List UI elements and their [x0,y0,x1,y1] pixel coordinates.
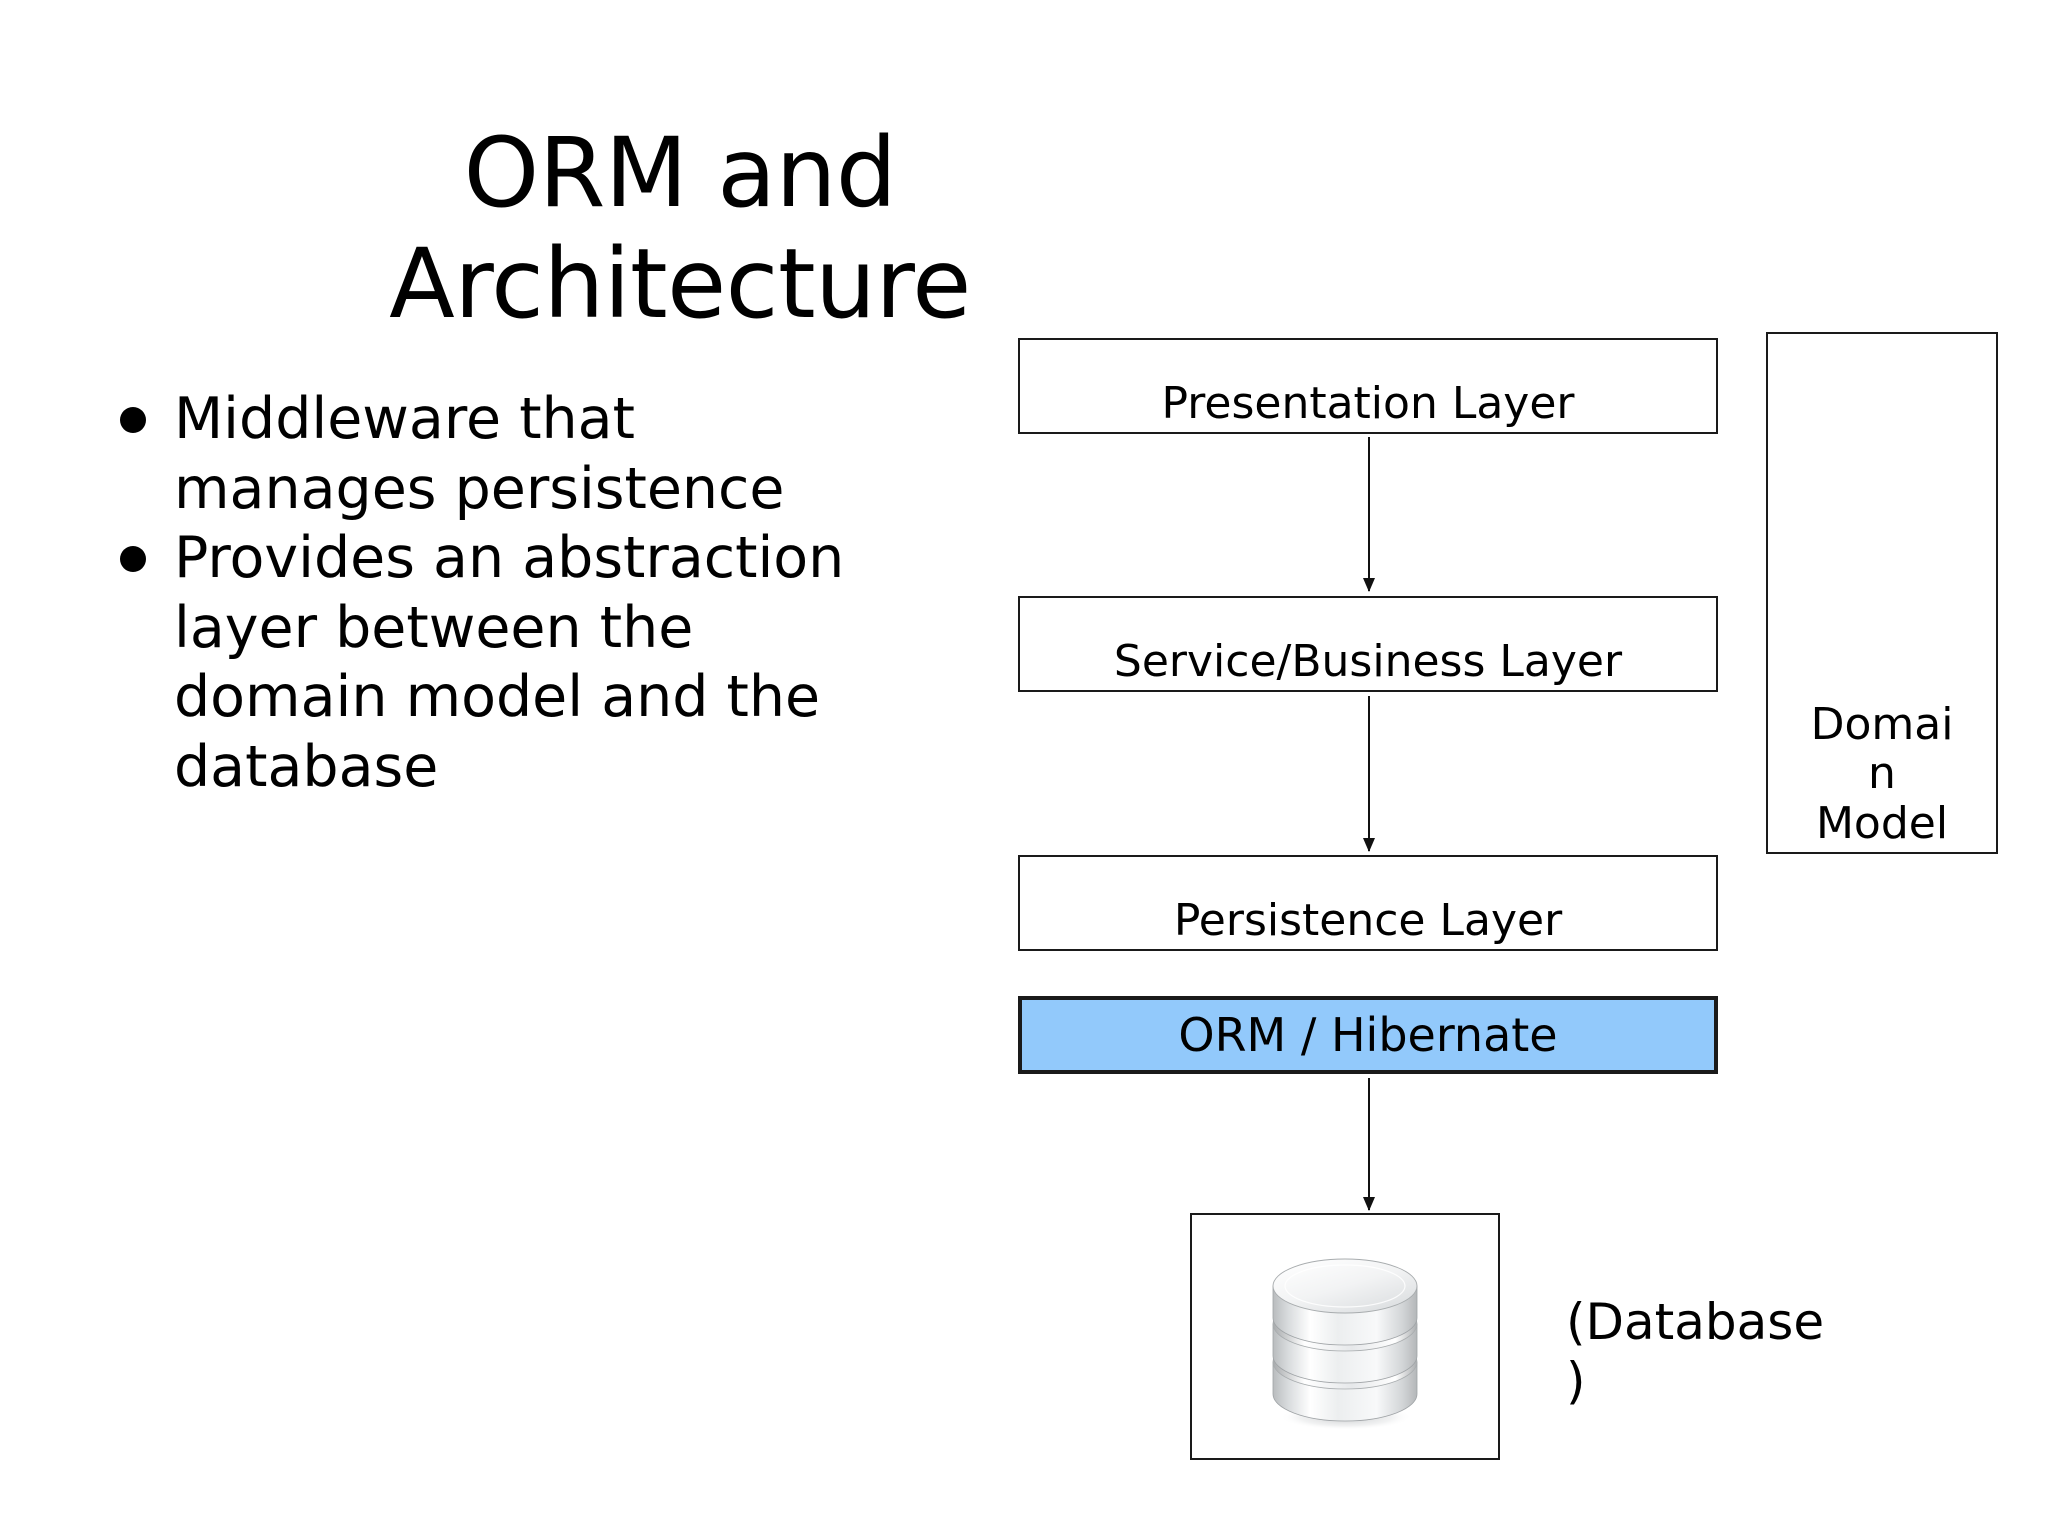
diagram-box-label: Domai n Model [1810,699,1954,849]
arrow-line [1368,1078,1370,1210]
arrow-head-icon [1363,1197,1375,1211]
diagram-box-presentation-layer: Presentation Layer [1018,338,1718,434]
database-caption: (Database ) [1566,1293,1825,1410]
diagram-box-label: Presentation Layer [1161,378,1575,429]
bullet-text: Provides an abstraction layer between th… [174,525,845,800]
arrow-head-icon [1363,578,1375,592]
page-title: ORM and Architecture [389,117,971,341]
bullet-dot-icon [120,546,146,573]
diagram-box-orm-hibernate: ORM / Hibernate [1018,996,1718,1074]
bullet-text: Middleware that manages persistence [174,386,785,522]
list-item: Provides an abstraction layer between th… [120,524,860,802]
list-item: Middleware that manages persistence [120,385,860,524]
arrow-line [1368,437,1370,591]
bullet-dot-icon [120,407,146,433]
diagram-box-service-business-layer: Service/Business Layer [1018,596,1718,692]
diagram-box-label: Persistence Layer [1173,895,1563,946]
diagram-box-persistence-layer: Persistence Layer [1018,855,1718,951]
bullet-list: Middleware that manages persistence Prov… [120,385,860,802]
arrow-line [1368,696,1370,851]
diagram-box-label: Service/Business Layer [1113,636,1623,687]
diagram-box-domain-model: Domai n Model [1766,332,1998,854]
diagram-box-label: ORM / Hibernate [1178,1008,1558,1062]
database-cylinder-icon [1260,1242,1430,1432]
diagram-box-database [1190,1213,1500,1460]
arrow-head-icon [1363,838,1375,852]
